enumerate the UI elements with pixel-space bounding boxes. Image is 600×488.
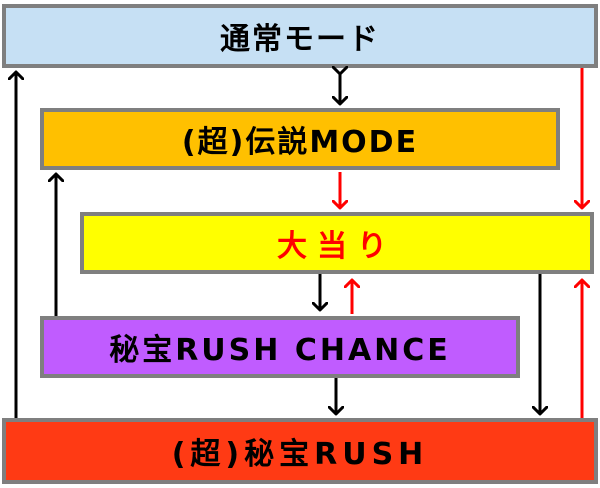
jackpot-label: 大当り (277, 229, 397, 264)
rush-chance-label: 秘宝RUSH CHANCE (109, 333, 451, 368)
rush-chance-box: 秘宝RUSH CHANCE (40, 316, 520, 378)
rush-label: (超)秘宝RUSH (171, 437, 429, 472)
legend-mode-label: (超)伝説MODE (181, 125, 419, 160)
normal-mode-box: 通常モード (2, 4, 598, 68)
normal-mode-label: 通常モード (220, 22, 380, 57)
legend-mode-box: (超)伝説MODE (40, 108, 560, 170)
rush-box: (超)秘宝RUSH (2, 418, 598, 484)
jackpot-box: 大当り (80, 212, 594, 274)
